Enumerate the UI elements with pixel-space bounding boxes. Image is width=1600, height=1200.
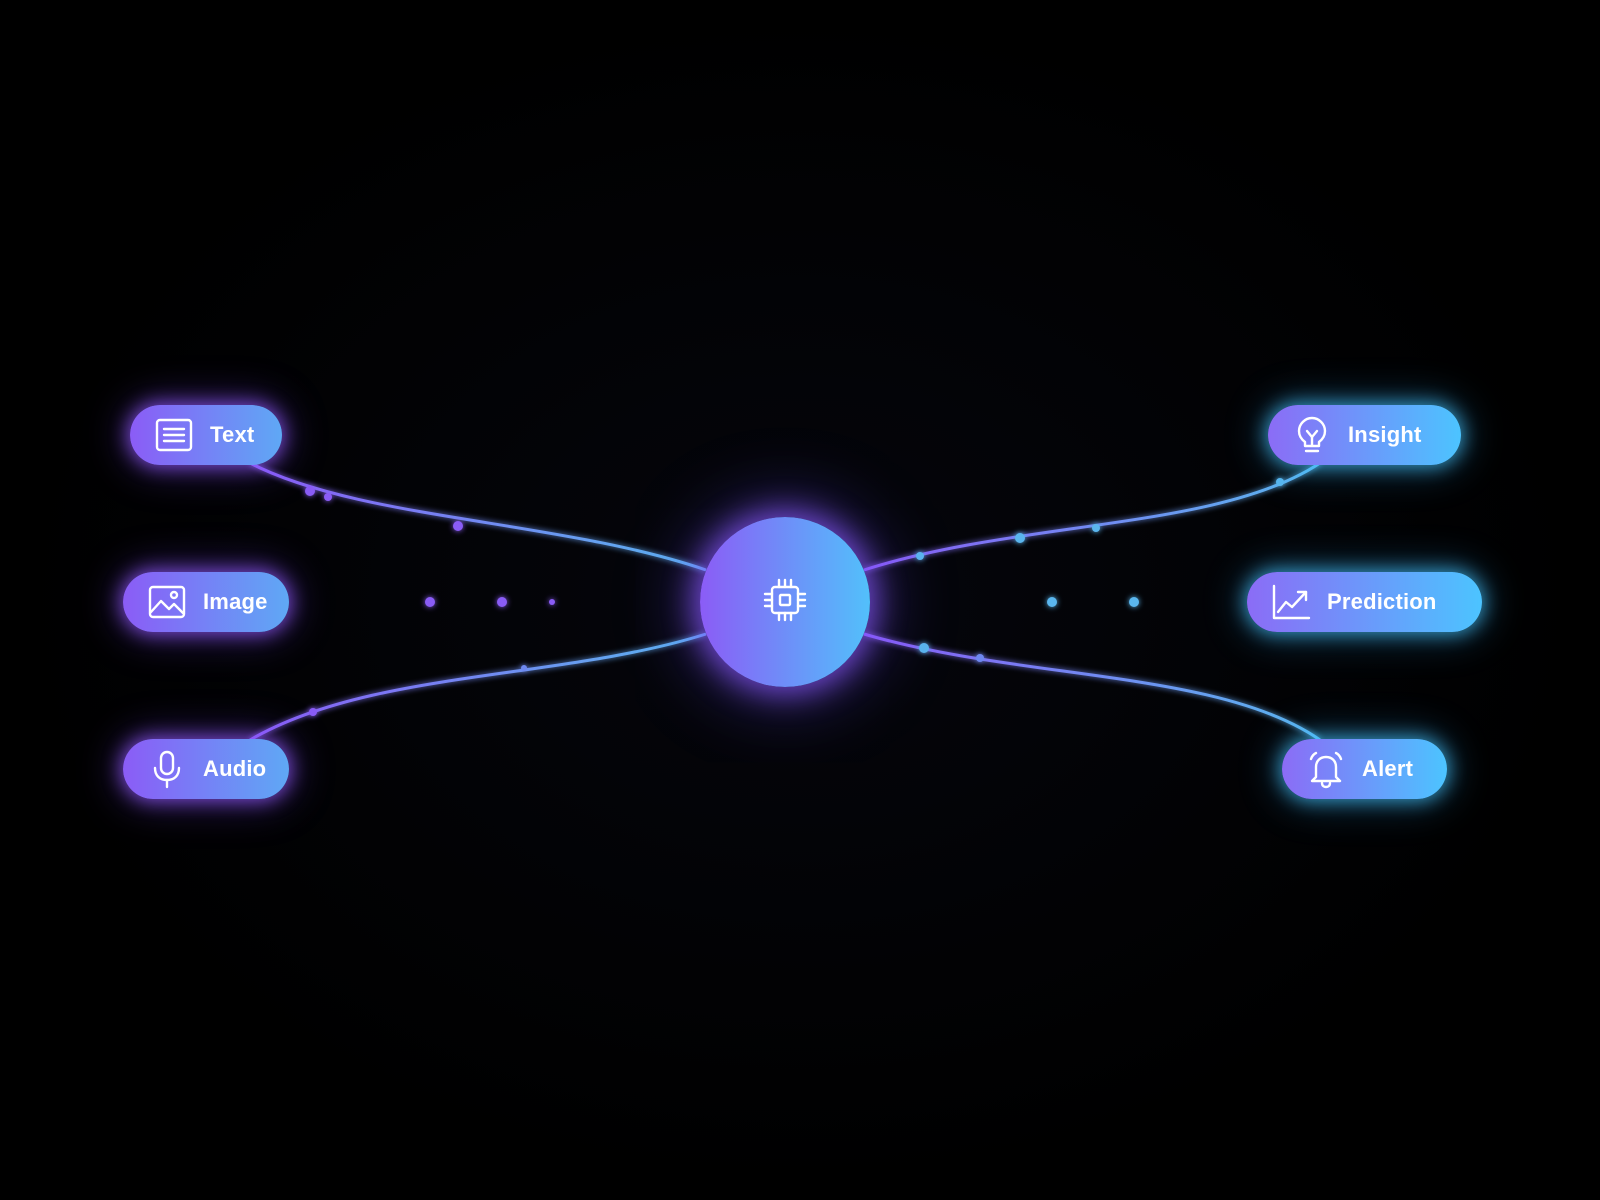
output-node-label: Prediction	[1327, 589, 1437, 614]
link-audio-to-hub	[249, 632, 707, 742]
trend-chart-icon	[1271, 582, 1311, 622]
output-node-insight[interactable]: Insight	[1268, 405, 1461, 465]
lightbulb-icon	[1292, 415, 1332, 455]
particle	[976, 654, 984, 662]
link-hub-to-insight	[863, 461, 1321, 572]
input-node-text[interactable]: Text	[130, 405, 282, 465]
processing-hub[interactable]	[700, 517, 870, 687]
particle	[1276, 478, 1284, 486]
output-node-alert[interactable]: Alert	[1282, 739, 1447, 799]
particle	[309, 708, 317, 716]
particle	[916, 552, 924, 560]
particle	[521, 665, 527, 671]
input-node-label: Text	[210, 422, 255, 447]
particle	[919, 643, 929, 653]
chip-icon	[761, 576, 809, 629]
input-node-label: Audio	[203, 756, 267, 781]
particle	[549, 599, 555, 605]
output-node-label: Insight	[1348, 422, 1422, 447]
link-hub-to-alert	[863, 632, 1321, 742]
particle	[1092, 524, 1100, 532]
particle	[1047, 597, 1057, 607]
text-document-icon	[154, 415, 194, 455]
particle	[1129, 597, 1139, 607]
input-node-audio[interactable]: Audio	[123, 739, 289, 799]
particle	[425, 597, 435, 607]
image-icon	[147, 582, 187, 622]
bell-icon	[1306, 749, 1346, 789]
particle	[1015, 533, 1025, 543]
output-node-label: Alert	[1362, 756, 1414, 781]
input-node-label: Image	[203, 589, 268, 614]
flow-particles	[305, 478, 1284, 716]
microphone-icon	[147, 749, 187, 789]
input-node-image[interactable]: Image	[123, 572, 289, 632]
particle	[453, 521, 463, 531]
particle	[497, 597, 507, 607]
particle	[324, 493, 332, 501]
particle	[305, 486, 315, 496]
link-text-to-hub	[249, 461, 707, 572]
output-node-prediction[interactable]: Prediction	[1247, 572, 1482, 632]
